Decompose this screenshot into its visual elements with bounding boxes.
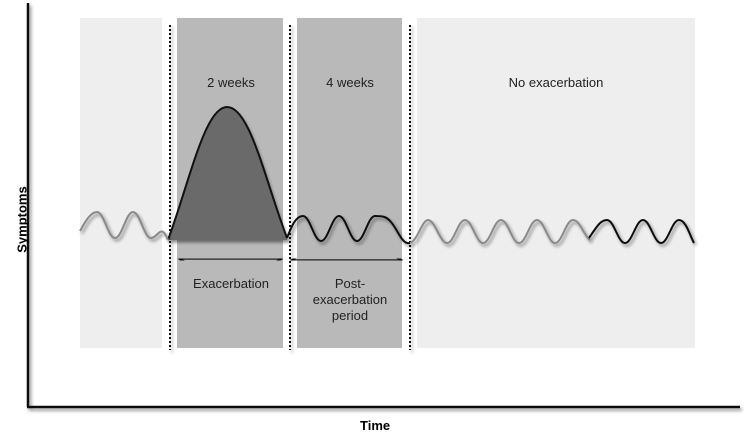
no-exacerbation-black-wave (588, 218, 695, 245)
y-axis-title: Symptoms (14, 186, 30, 253)
label-4-weeks: 4 weeks (326, 75, 374, 90)
label-post-exacerbation-period: Post- exacerbation period (296, 276, 404, 324)
label-exacerbation: Exacerbation (193, 276, 269, 291)
baseline-symptom-wave (79, 210, 169, 241)
post-exacerbation-symptom-wave (286, 214, 411, 245)
baseline-panel (80, 18, 162, 348)
exacerbation-peak-curve (168, 107, 287, 240)
no-exacerbation-gray-wave (409, 218, 591, 245)
label-no-exacerbation: No exacerbation (508, 75, 604, 90)
no-exacerbation-panel (417, 18, 695, 348)
post-exacerbation-panel (297, 18, 402, 348)
label-post-line-1: Post- (334, 276, 366, 291)
label-post-line-2: exacerbation (312, 292, 388, 307)
exacerbation-peak-outline (167, 105, 288, 241)
x-axis-title: Time (360, 418, 391, 433)
label-2-weeks: 2 weeks (207, 75, 255, 90)
label-post-line-3: period (331, 308, 369, 323)
